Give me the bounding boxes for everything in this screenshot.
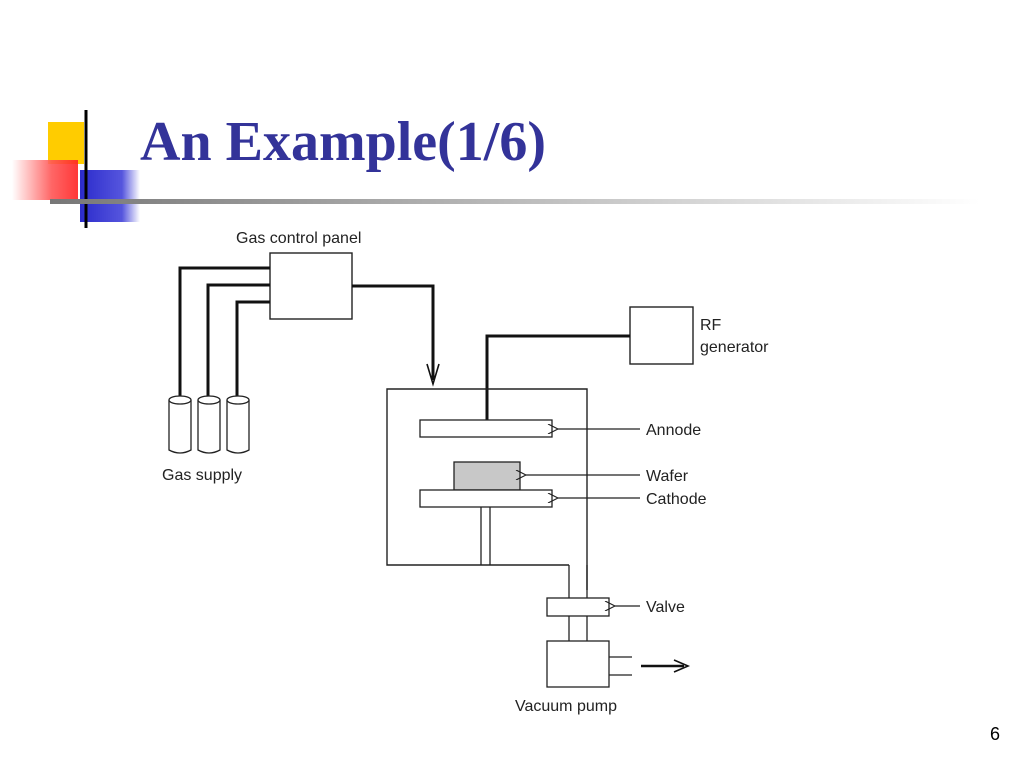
gas-supply-cylinders: [168, 395, 250, 454]
pump-outlet: [609, 656, 632, 676]
deco-blue-square: [80, 170, 140, 222]
gas-control-panel-label: Gas control panel: [236, 230, 361, 247]
valve-label: Valve: [646, 599, 685, 616]
page-number: 6: [989, 724, 1000, 744]
gas-supply-label: Gas supply: [162, 467, 242, 484]
vacuum-pump-box: [546, 640, 610, 688]
gas-cylinder: [197, 395, 221, 454]
vacuum-pump-label: Vacuum pump: [515, 698, 617, 715]
title-decoration: [12, 110, 980, 228]
annode-plate: [419, 419, 553, 438]
rf-line: [485, 334, 630, 420]
cathode-plate: [419, 489, 553, 508]
deco-red-square: [12, 160, 78, 200]
title-underline: [50, 199, 980, 204]
gas-feed-arrowhead: [426, 363, 440, 387]
valve: [546, 597, 610, 617]
rf-generator-label-line1: RF: [700, 317, 722, 334]
annode-label: Annode: [646, 422, 701, 439]
deco-yellow-square: [48, 122, 84, 164]
exhaust-pipe: [568, 565, 588, 598]
pump-pipe: [568, 616, 588, 641]
gas-lines: [178, 266, 270, 398]
cathode-label: Cathode: [646, 491, 707, 508]
gas-cylinder: [226, 395, 250, 454]
gas-control-panel-box: [269, 252, 353, 320]
wafer-label: Wafer: [646, 468, 689, 485]
cathode-stem: [480, 507, 491, 565]
reaction-chamber: [386, 388, 588, 590]
wafer: [453, 461, 521, 491]
gas-cylinder: [168, 395, 192, 454]
rf-generator-box: [629, 306, 694, 365]
rf-generator-label-line2: generator: [700, 339, 769, 356]
exhaust-arrowhead: [673, 659, 691, 673]
gas-feed-line: [352, 284, 435, 380]
slide-title: An Example(1/6): [140, 111, 546, 173]
